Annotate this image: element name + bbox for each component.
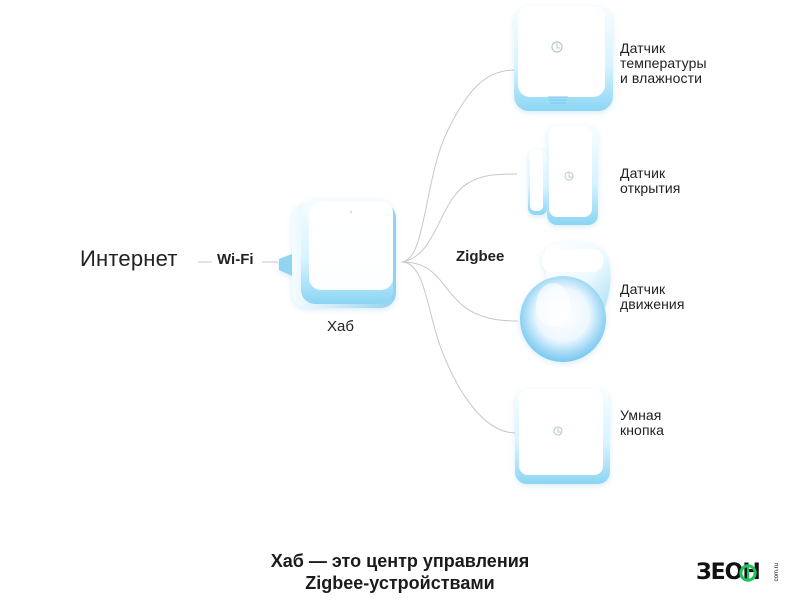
opening-sensor-main-face [549, 126, 592, 217]
temperature-humidity-sensor-device [514, 6, 613, 111]
diagram-caption: Хаб — это центр управления Zigbee-устрой… [270, 551, 530, 593]
brand-logo-small-text: com.ru [774, 563, 780, 582]
opening-sensor-device [528, 126, 598, 225]
hub-label: Хаб [327, 318, 354, 335]
temperature-humidity-sensor-label: Датчик температуры и влажности [620, 40, 707, 87]
smart-button-device [515, 389, 610, 484]
motion-sensor-label: Датчик движения [620, 281, 685, 313]
internet-label: Интернет [80, 246, 178, 271]
zigbee-label: Zigbee [456, 248, 505, 265]
wifi-label: Wi-Fi [217, 251, 254, 268]
temperature-sensor-vent-icon [548, 96, 568, 104]
smart-button-label: Умная кнопка [620, 407, 665, 439]
hub-indicator-dot [349, 210, 353, 214]
connection-lines [198, 69, 519, 434]
hub-plug [279, 254, 292, 276]
brand-logo-text: ЗЕОН [696, 560, 761, 585]
hub-temp-line [401, 69, 516, 263]
opening-sensor-magnet-face [530, 150, 543, 211]
brand-logo: ЗЕОН com.ru [696, 562, 792, 586]
smart-button-logo-icon-mark [557, 428, 561, 433]
hub-motion-line [401, 261, 519, 322]
hub-face [309, 202, 393, 290]
temperature-sensor-logo-icon-mark [556, 43, 560, 49]
temperature-sensor-logo-icon [551, 41, 563, 53]
hub-device [279, 199, 396, 308]
temperature-sensor-face [518, 6, 605, 97]
hub-button-line [401, 261, 517, 434]
smart-button-logo-icon [553, 426, 563, 436]
opening-sensor-logo-icon-mark [568, 173, 572, 178]
motion-sensor-collar [542, 249, 603, 272]
hub-door-line [401, 173, 518, 263]
motion-sensor-highlight [536, 283, 570, 327]
opening-sensor-logo-icon [564, 171, 574, 181]
motion-sensor-device [520, 241, 611, 362]
opening-sensor-label: Датчик открытия [620, 165, 681, 197]
